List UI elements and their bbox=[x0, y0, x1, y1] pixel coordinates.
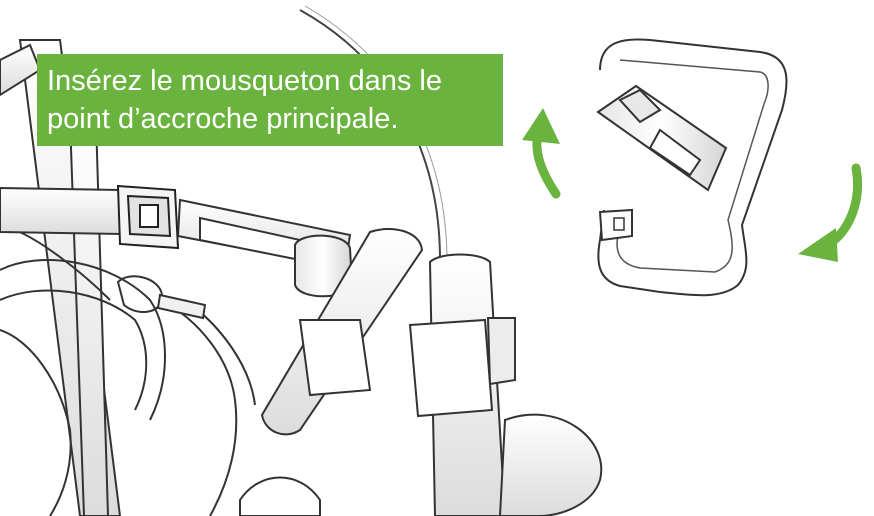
caption-line-1: Insérez le mousqueton dans le bbox=[47, 65, 442, 97]
instruction-caption: Insérez le mousqueton dans le point d’ac… bbox=[37, 54, 503, 146]
curved-arrow-up-icon bbox=[522, 108, 561, 199]
waist-buckle bbox=[116, 184, 180, 250]
right-vertical-strap bbox=[408, 253, 603, 516]
small-carabiner bbox=[116, 275, 207, 320]
leg-loops bbox=[0, 229, 256, 516]
main-carabiner bbox=[596, 38, 788, 297]
chest-strap bbox=[239, 228, 424, 516]
curved-arrow-down-icon bbox=[798, 163, 862, 262]
caption-line-2: point d’accroche principale. bbox=[47, 103, 399, 135]
